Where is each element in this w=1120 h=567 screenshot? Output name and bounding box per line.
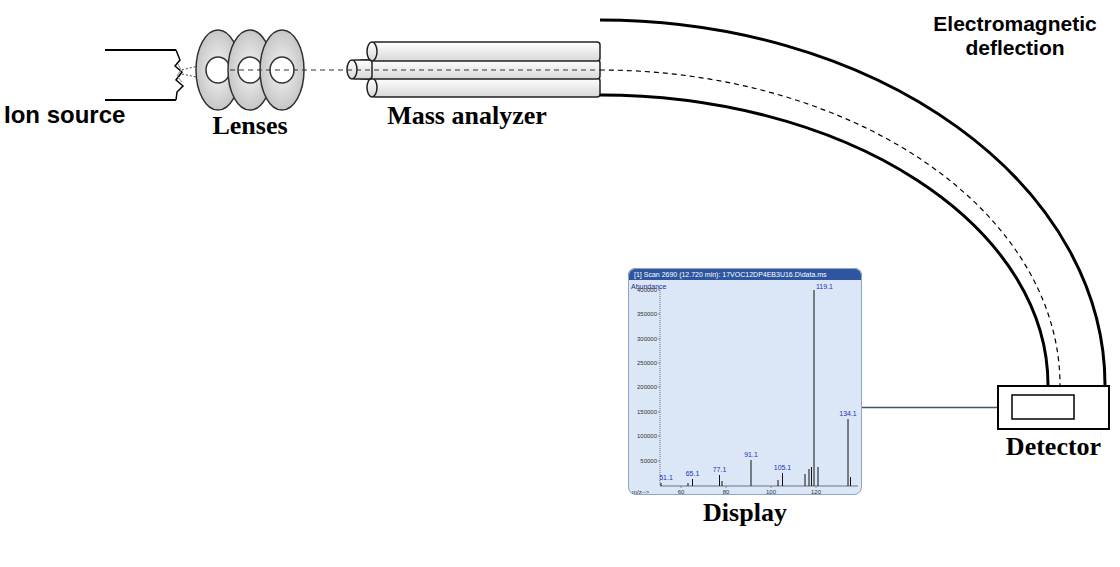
node-label: Display (703, 500, 787, 526)
peak-label: 134.1 (839, 410, 857, 417)
tick-label: 350000 (637, 311, 657, 317)
ion-source-tube (105, 50, 183, 100)
tick-label: 50000 (640, 458, 657, 464)
tick-label: 200000 (637, 384, 657, 390)
tick-label: 100000 (637, 433, 657, 439)
peak-label: 51.1 (659, 474, 673, 481)
axis-title: m/z--> (632, 489, 649, 495)
node-label: Detector (1006, 434, 1101, 460)
connector-line (862, 407, 997, 408)
tick-label: 100 (766, 489, 776, 495)
tick-label: 60 (678, 489, 685, 495)
tick-label: 300000 (637, 336, 657, 342)
tick-label: 120 (811, 489, 821, 495)
part-name: Mass analyzer (387, 103, 547, 129)
beam-axis (230, 70, 600, 71)
peak-label: 77.1 (713, 466, 727, 473)
tick-label: 400000 (637, 287, 657, 293)
peak-label: 105.1 (774, 464, 792, 471)
part-name: Ion source (4, 103, 125, 127)
part-name: Electromagnetic deflection (925, 12, 1105, 60)
spectrum-screenshot (628, 268, 862, 495)
window-title: [1] Scan 2690 (12.720 min): 17VOC12DP4EB… (634, 271, 827, 278)
detector-box: Detector (997, 385, 1110, 430)
tick-label: 250000 (637, 360, 657, 366)
peak-label: 65.1 (686, 470, 700, 477)
detector-window (1012, 395, 1074, 419)
tick-label: 80 (723, 489, 730, 495)
tick-label: 150000 (637, 409, 657, 415)
part-name: Lenses (212, 113, 287, 139)
display-panel: Display (628, 268, 862, 495)
peak-label: 91.1 (744, 451, 758, 458)
peak-label: 119.1 (816, 283, 833, 290)
